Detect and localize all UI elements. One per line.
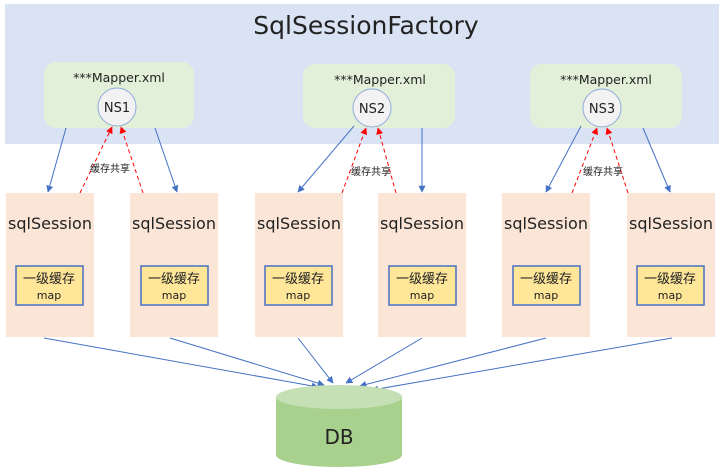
cache-sub-1: map	[37, 289, 61, 302]
namespace-node-1	[97, 87, 137, 127]
arrow-mapper3-to-session6	[642, 127, 671, 193]
database-cylinder: DB	[276, 385, 402, 467]
mapper-group-3: ***Mapper.xml NS3	[530, 64, 682, 128]
session-label-4: sqlSession	[380, 214, 464, 233]
database-top	[276, 385, 402, 409]
cache-sub-5: map	[534, 289, 558, 302]
cache-title-5: 一级缓存	[520, 272, 572, 287]
cache-title-4: 一级缓存	[396, 272, 448, 287]
session-1: sqlSession 一级缓存 map	[6, 193, 94, 337]
cache-title-1: 一级缓存	[23, 272, 75, 287]
arrow-session6-to-db	[371, 337, 673, 393]
cache-box-1	[15, 265, 84, 306]
arrow-ns2-to-session3	[297, 125, 355, 193]
cache-box-2	[140, 265, 209, 306]
session-box-2	[130, 193, 218, 337]
arrow-session2-to-db	[169, 337, 325, 387]
arrow-session4-to-db	[345, 337, 423, 384]
session-box-4	[378, 193, 466, 337]
arrow-session5-to-db	[359, 337, 547, 388]
cache-sub-4: map	[410, 289, 434, 302]
share-label-1: 缓存共享	[90, 162, 130, 175]
session-box-3	[255, 193, 343, 337]
mapper-label-1: ***Mapper.xml	[73, 70, 165, 85]
namespace-label-3: NS3	[589, 102, 615, 117]
arrow-mapper3-to-session5	[545, 125, 582, 193]
cache-title-2: 一级缓存	[148, 272, 200, 287]
mapper-group-2: ***Mapper.xml NS2	[303, 64, 455, 128]
cache-box-6	[636, 265, 705, 306]
share-arrow-session6-ns3	[605, 127, 629, 194]
mapper-label-3: ***Mapper.xml	[560, 72, 652, 87]
database-body	[276, 397, 402, 467]
share-label-2: 缓存共享	[351, 165, 391, 178]
arrow-mapper1-to-session1	[46, 127, 67, 193]
cache-sub-2: map	[162, 289, 186, 302]
cache-box-3	[264, 265, 333, 306]
namespace-node-2	[352, 88, 392, 128]
factory-title: SqlSessionFactory	[253, 11, 479, 40]
session-box-5	[502, 193, 590, 337]
arrow-mapper1-to-session2	[154, 127, 179, 193]
database-label: DB	[324, 425, 353, 449]
session-label-5: sqlSession	[504, 214, 588, 233]
mapper-group-1: ***Mapper.xml NS1	[44, 62, 194, 128]
namespace-node-3	[582, 88, 622, 128]
cache-title-3: 一级缓存	[272, 272, 324, 287]
session-box-1	[6, 193, 94, 337]
session-5: sqlSession 一级缓存 map	[502, 193, 590, 337]
session-3: sqlSession 一级缓存 map	[255, 193, 343, 337]
cache-box-4	[388, 265, 457, 306]
session-box-6	[627, 193, 715, 337]
mapper-label-2: ***Mapper.xml	[334, 72, 426, 87]
share-arrow-session4-ns2	[376, 127, 397, 194]
session-label-1: sqlSession	[8, 214, 92, 233]
session-label-6: sqlSession	[629, 214, 713, 233]
session-2: sqlSession 一级缓存 map	[130, 193, 218, 337]
arrow-session1-to-db	[43, 337, 319, 390]
share-arrow-session5-ns3	[571, 127, 599, 194]
namespace-label-1: NS1	[104, 101, 130, 116]
session-label-3: sqlSession	[257, 214, 341, 233]
cache-sub-6: map	[658, 289, 682, 302]
share-arrow-session1-ns1	[79, 126, 113, 194]
session-label-2: sqlSession	[132, 214, 216, 233]
share-arrow-session3-ns2	[341, 127, 368, 194]
session-4: sqlSession 一级缓存 map	[378, 193, 466, 337]
cache-box-5	[512, 265, 581, 306]
cache-title-6: 一级缓存	[644, 272, 696, 287]
arrow-session3-to-db	[297, 337, 334, 384]
namespace-label-2: NS2	[359, 102, 385, 117]
share-arrow-session2-ns1	[119, 126, 144, 194]
share-label-3: 缓存共享	[583, 165, 623, 178]
session-6: sqlSession 一级缓存 map	[627, 193, 715, 337]
cache-sub-3: map	[286, 289, 310, 302]
